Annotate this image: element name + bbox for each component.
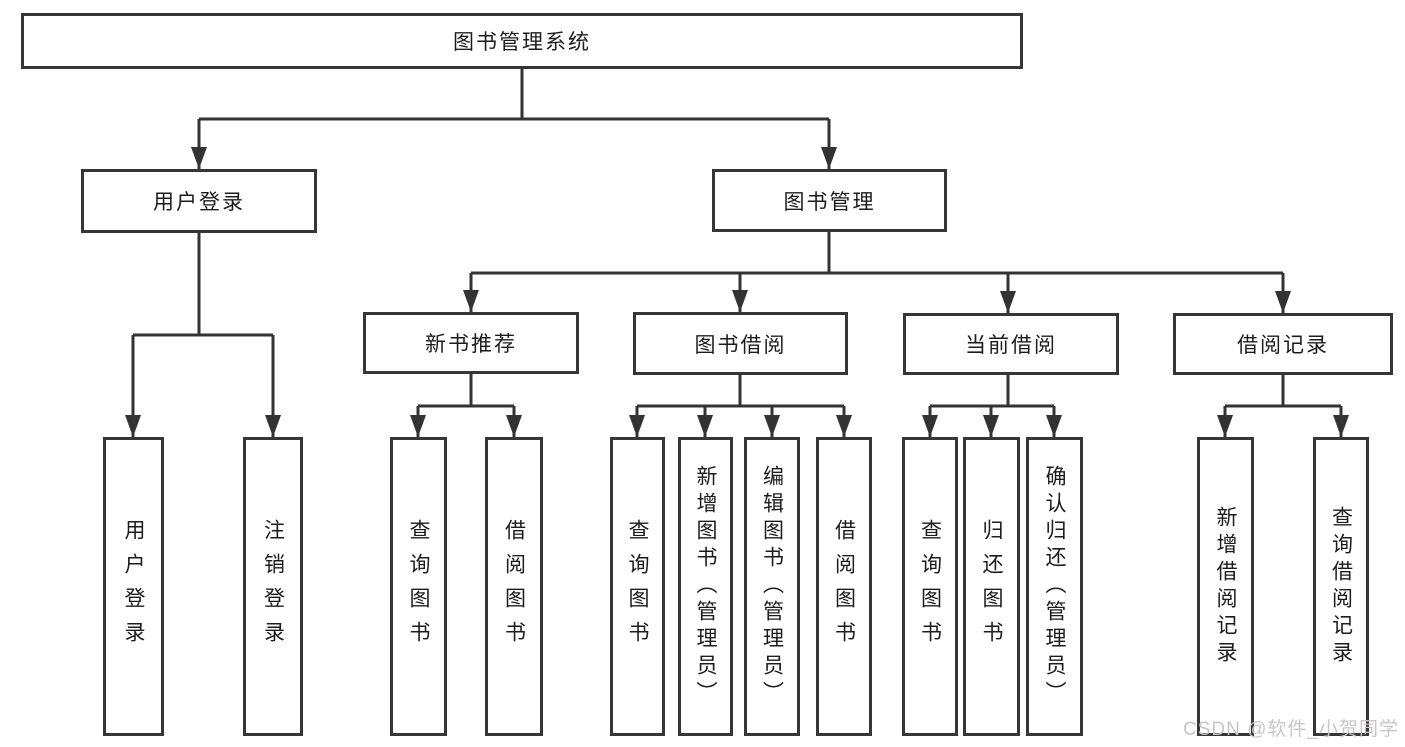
node-borrow-records: 借阅记录 — [1173, 313, 1393, 375]
leaf-confirm-return-admin: 确认归还（管理员） — [1026, 437, 1083, 736]
leaf-edit-books-admin: 编辑图书（管理员） — [744, 437, 800, 736]
leaf-query-books-borrowing: 查询图书 — [610, 437, 665, 736]
leaf-borrow-books-recommend: 借阅图书 — [485, 437, 543, 736]
node-book-borrowing: 图书借阅 — [633, 312, 848, 375]
leaf-logout: 注销登录 — [243, 437, 303, 736]
node-user-login: 用户登录 — [81, 169, 317, 233]
node-book-management: 图书管理 — [712, 169, 947, 232]
leaf-query-books-recommend: 查询图书 — [390, 437, 447, 736]
leaf-return-books: 归还图书 — [963, 437, 1020, 736]
node-root-system: 图书管理系统 — [21, 13, 1023, 69]
leaf-query-borrow-record: 查询借阅记录 — [1313, 437, 1369, 736]
leaf-add-borrow-record: 新增借阅记录 — [1197, 437, 1254, 736]
watermark: CSDN @软件_小贺同学 — [1183, 719, 1399, 740]
node-current-borrowing: 当前借阅 — [903, 313, 1119, 375]
node-new-book-recommend: 新书推荐 — [363, 312, 579, 374]
leaf-query-books-current: 查询图书 — [902, 437, 958, 736]
leaf-borrow-books: 借阅图书 — [816, 437, 872, 736]
leaf-add-books-admin: 新增图书（管理员） — [678, 437, 733, 736]
leaf-user-login: 用户登录 — [103, 437, 164, 736]
